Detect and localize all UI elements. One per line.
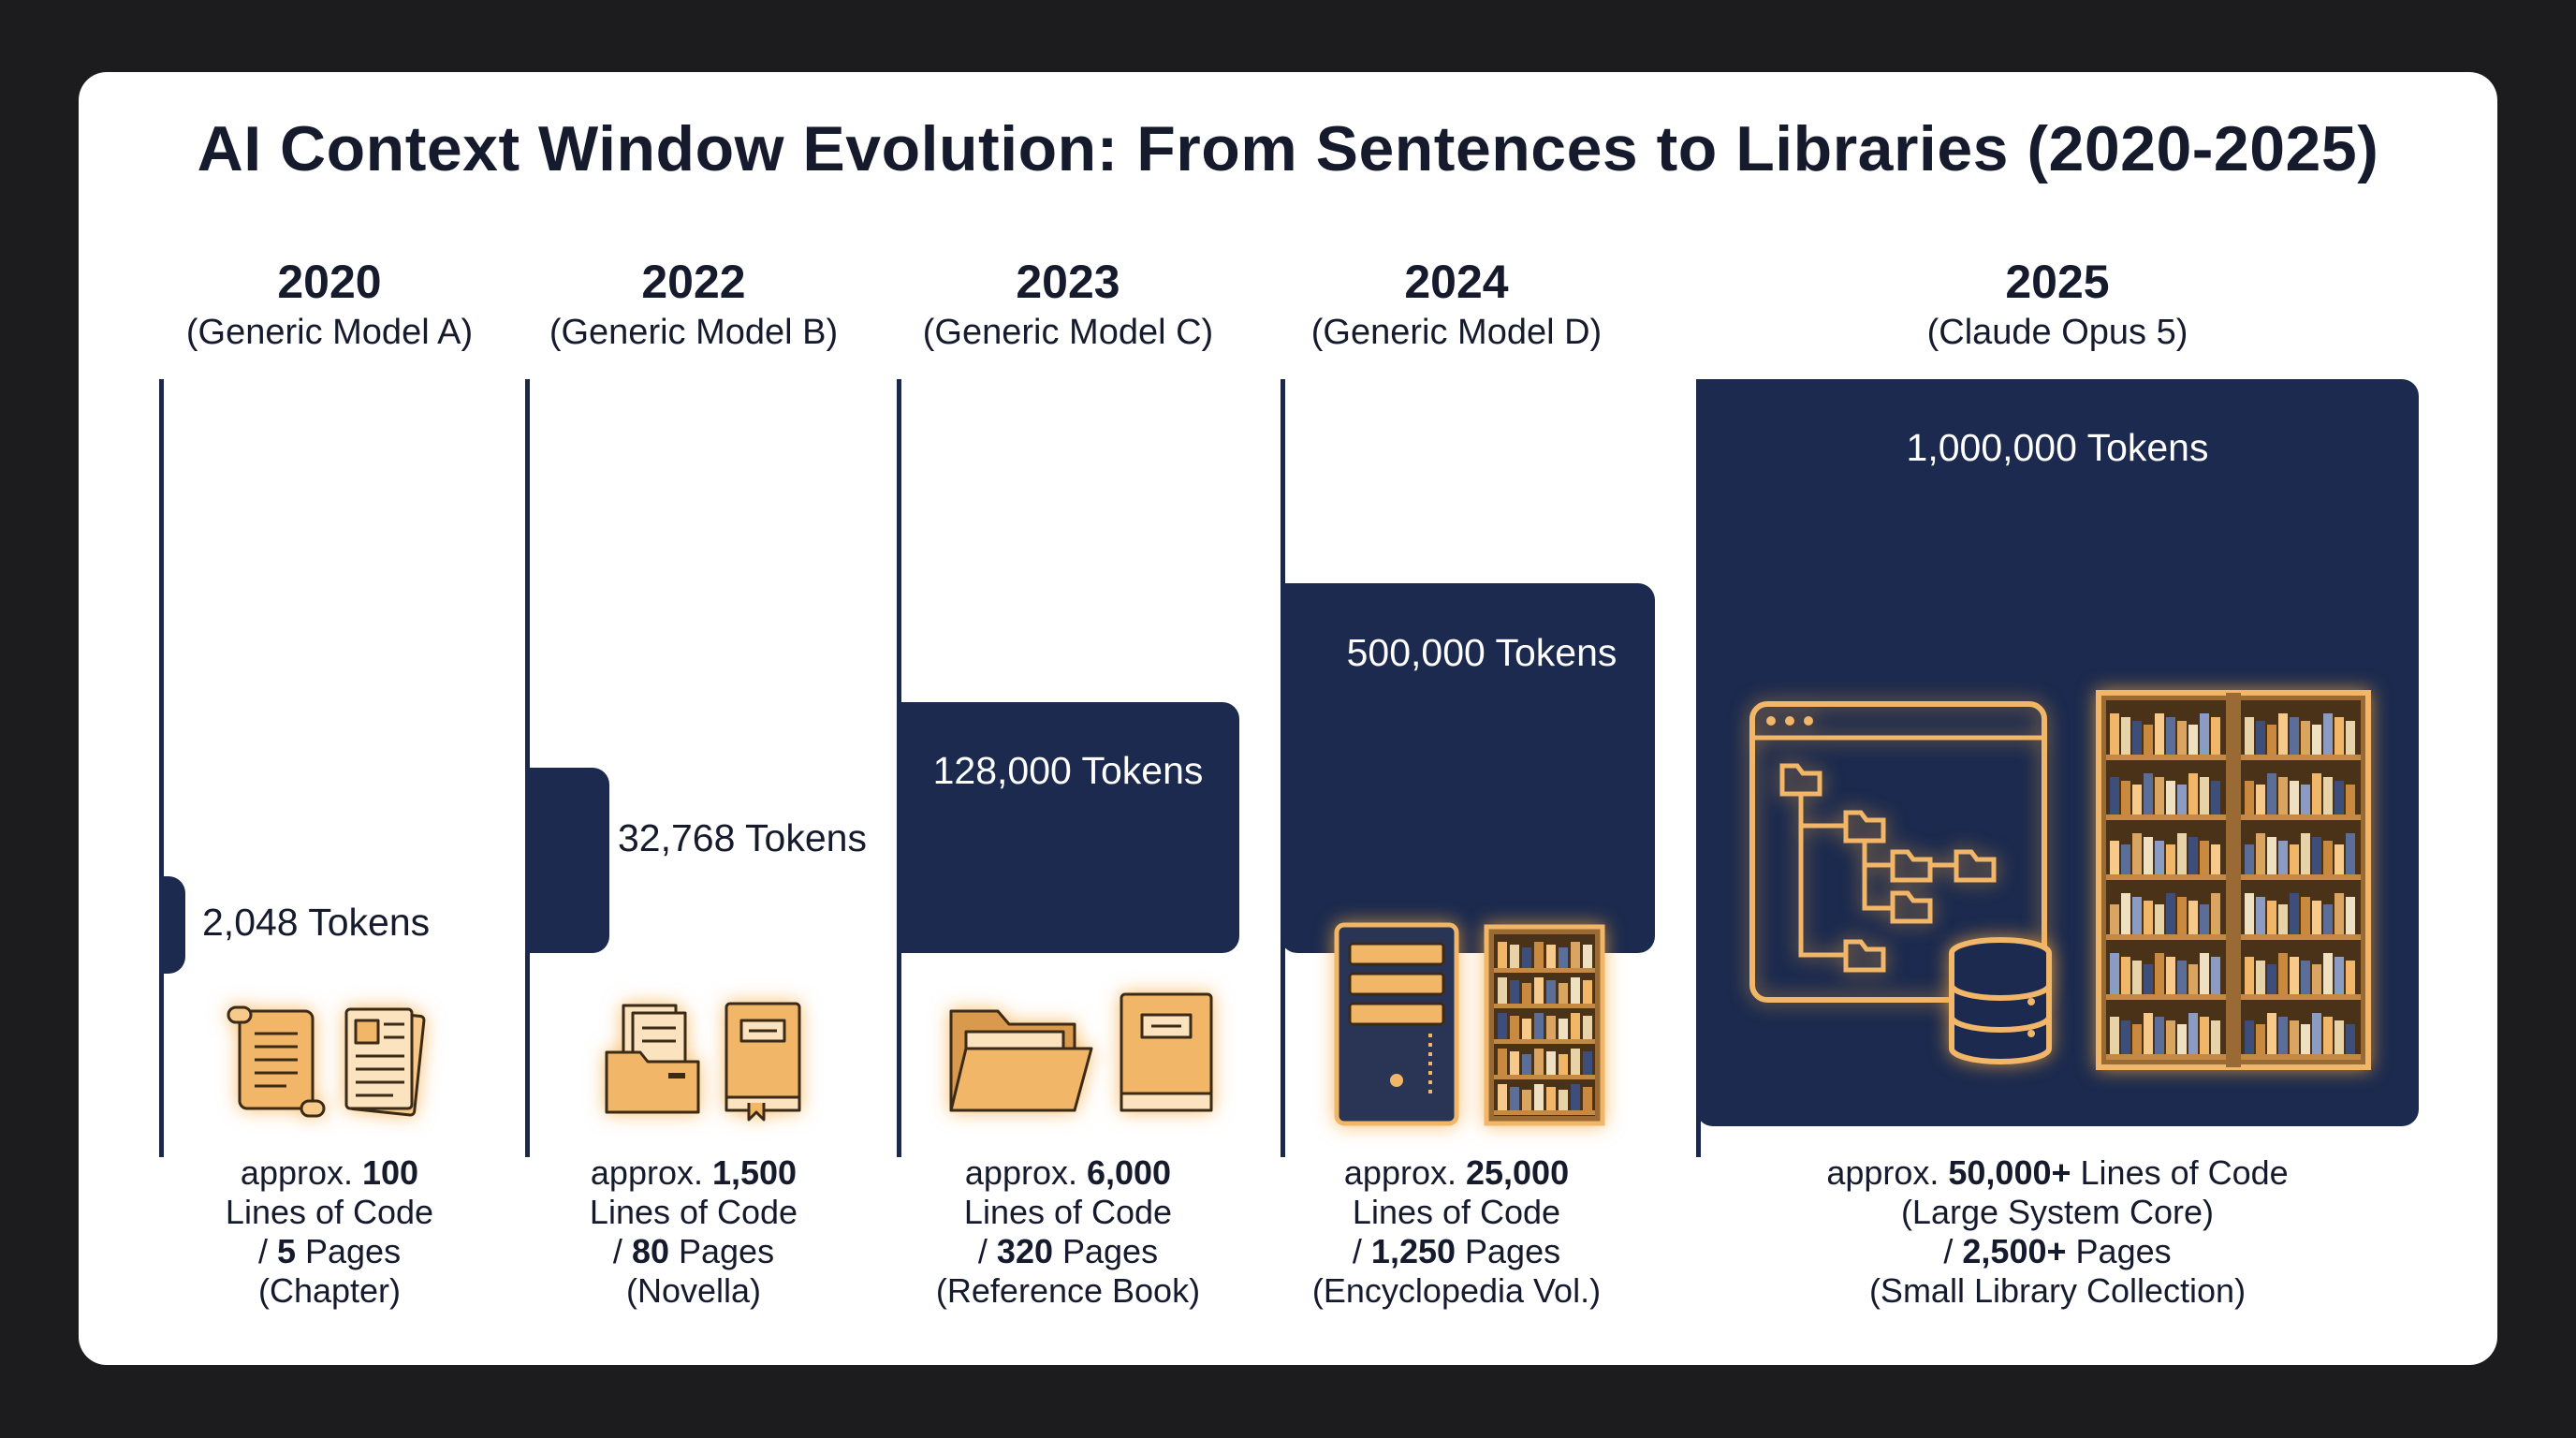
desc-note: (Chapter) xyxy=(257,1271,402,1310)
desc-loc-value: 6,000 xyxy=(1086,1153,1172,1192)
year-label: 2020 xyxy=(277,256,382,308)
chart-title: AI Context Window Evolution: From Senten… xyxy=(197,113,2379,184)
desc-line: (Encyclopedia Vol.) xyxy=(1129,1271,1784,1311)
desc-line: (Novella) xyxy=(366,1271,1021,1311)
desc-pages-prefix: / xyxy=(257,1232,277,1270)
desc-line: (Chapter) xyxy=(2,1271,657,1311)
desc-pages-value: 5 xyxy=(276,1232,296,1270)
code-window-folder-tree-icon xyxy=(1749,700,2048,1004)
large-bookshelf-icon xyxy=(2095,689,2372,1071)
year-label: 2023 xyxy=(1016,256,1120,308)
desc-pages-value: 2,500+ xyxy=(1962,1232,2067,1270)
desc-pages-prefix: / xyxy=(1352,1232,1371,1270)
desc-pages-text: Pages xyxy=(668,1232,775,1270)
model-label: (Generic Model D) xyxy=(1310,313,1603,352)
desc-extra: (Large System Core) xyxy=(1900,1193,2215,1231)
desc-note: (Encyclopedia Vol.) xyxy=(1311,1271,1602,1310)
desc-pages-value: 1,250 xyxy=(1370,1232,1456,1270)
bar xyxy=(1281,583,1655,953)
bar xyxy=(159,876,185,974)
book-icon xyxy=(1114,990,1219,1122)
desc-line: approx. 100 xyxy=(2,1153,657,1193)
desc-line: / 320 Pages xyxy=(740,1232,1396,1271)
desc-prefix: approx. xyxy=(590,1153,712,1192)
desc-loc-text: Lines of Code xyxy=(1352,1193,1561,1231)
desc-prefix: approx. xyxy=(1826,1153,1949,1192)
folder-documents-icon xyxy=(603,1000,702,1120)
model-label: (Generic Model A) xyxy=(185,313,474,352)
database-icon xyxy=(1945,936,2056,1067)
value-label: 2,048 Tokens xyxy=(202,901,431,944)
desc-line: approx. 50,000+ Lines of Code xyxy=(1730,1153,2385,1193)
model-label: (Claude Opus 5) xyxy=(1926,313,2188,352)
desc-prefix: approx. xyxy=(240,1153,362,1192)
desc-line: / 1,250 Pages xyxy=(1129,1232,1784,1271)
desc-line: approx. 1,500 xyxy=(366,1153,1021,1193)
desc-loc-text: Lines of Code xyxy=(963,1193,1173,1231)
desc-pages-value: 80 xyxy=(631,1232,669,1270)
year-label: 2022 xyxy=(641,256,746,308)
desc-pages-text: Pages xyxy=(1053,1232,1159,1270)
desc-line: Lines of Code xyxy=(2,1193,657,1232)
scroll-icon xyxy=(225,1004,328,1120)
desc-pages-text: Pages xyxy=(2066,1232,2172,1270)
desc-pages-prefix: / xyxy=(977,1232,997,1270)
timeline-axis xyxy=(159,379,164,1157)
desc-loc-text: Lines of Code xyxy=(2071,1153,2289,1192)
desc-line: Lines of Code xyxy=(366,1193,1021,1232)
bookshelf-icon xyxy=(1483,923,1606,1127)
desc-line: / 2,500+ Pages xyxy=(1730,1232,2385,1271)
desc-note: (Small Library Collection) xyxy=(1868,1271,2247,1310)
document-icon xyxy=(341,1004,427,1120)
desc-line: / 80 Pages xyxy=(366,1232,1021,1271)
year-label: 2025 xyxy=(2005,256,2110,308)
desc-line: Lines of Code xyxy=(740,1193,1396,1232)
desc-loc-value: 25,000 xyxy=(1465,1153,1570,1192)
desc-loc-value: 50,000+ xyxy=(1948,1153,2071,1192)
desc-line: approx. 25,000 xyxy=(1129,1153,1784,1193)
value-label: 32,768 Tokens xyxy=(618,816,867,859)
desc-note: (Reference Book) xyxy=(935,1271,1201,1310)
desc-line: (Small Library Collection) xyxy=(1730,1271,2385,1311)
desc-loc-text: Lines of Code xyxy=(589,1193,798,1231)
bar xyxy=(897,702,1239,953)
desc-pages-text: Pages xyxy=(295,1232,402,1270)
desc-pages-value: 320 xyxy=(996,1232,1053,1270)
bar xyxy=(525,768,609,953)
desc-pages-prefix: / xyxy=(612,1232,632,1270)
desc-loc-value: 1,500 xyxy=(711,1153,798,1192)
desc-line: Lines of Code xyxy=(1129,1193,1784,1232)
year-label: 2024 xyxy=(1404,256,1509,308)
desc-line: (Large System Core) xyxy=(1730,1193,2385,1232)
open-folder-icon xyxy=(945,992,1095,1120)
book-icon xyxy=(721,1000,805,1122)
desc-prefix: approx. xyxy=(964,1153,1087,1192)
desc-note: (Novella) xyxy=(625,1271,762,1310)
equivalent-description: approx. 50,000+ Lines of Code(Large Syst… xyxy=(1730,1153,2385,1311)
server-tower-icon xyxy=(1333,921,1460,1127)
desc-loc-text: Lines of Code xyxy=(225,1193,434,1231)
desc-line: (Reference Book) xyxy=(740,1271,1396,1311)
desc-line: approx. 6,000 xyxy=(740,1153,1396,1193)
desc-loc-value: 100 xyxy=(362,1153,419,1192)
desc-pages-text: Pages xyxy=(1456,1232,1561,1270)
model-label: (Generic Model C) xyxy=(922,313,1214,352)
value-label: 1,000,000 Tokens xyxy=(1906,426,2209,469)
desc-prefix: approx. xyxy=(1343,1153,1466,1192)
value-label: 128,000 Tokens xyxy=(932,749,1204,792)
model-label: (Generic Model B) xyxy=(549,313,839,352)
desc-line: / 5 Pages xyxy=(2,1232,657,1271)
value-label: 500,000 Tokens xyxy=(1346,631,1617,674)
desc-pages-prefix: / xyxy=(1943,1232,1963,1270)
